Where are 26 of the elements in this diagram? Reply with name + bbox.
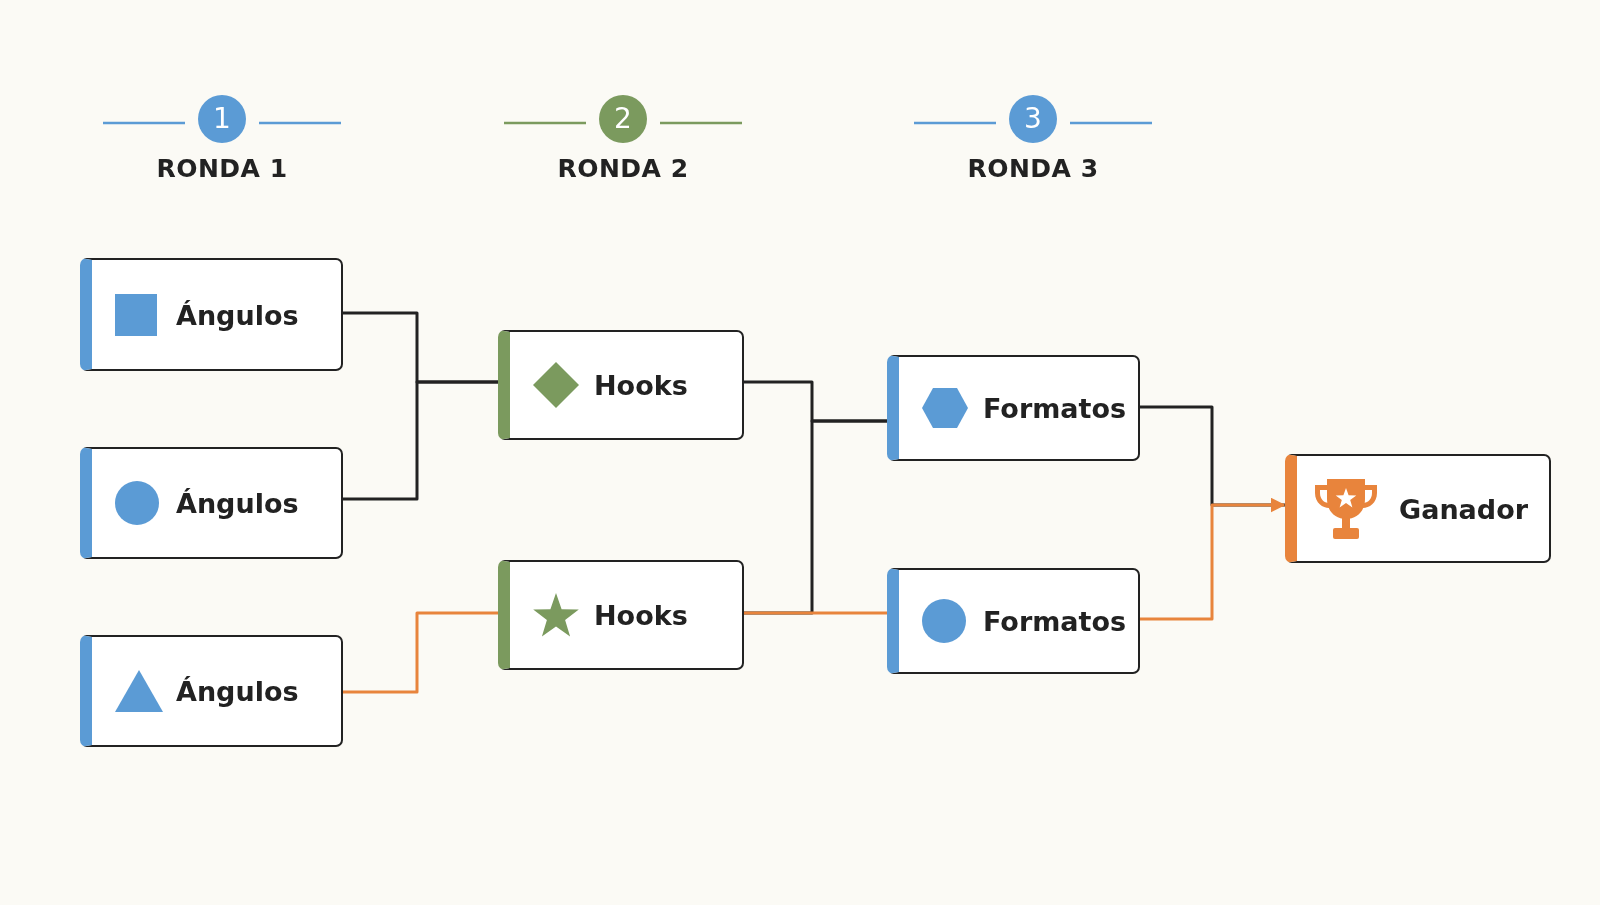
winner-card <box>1285 454 1551 563</box>
bracket-card <box>80 258 343 371</box>
round-number: 2 <box>599 95 647 143</box>
entry-name: Formatos <box>983 605 1127 637</box>
entry-name: Ángulos <box>176 675 299 707</box>
entry-name: Formatos <box>983 392 1127 424</box>
connector-line <box>343 380 498 501</box>
round-number: 3 <box>1009 95 1057 143</box>
bracket-card <box>80 447 343 559</box>
bracket-card <box>498 560 744 670</box>
bracket-card <box>887 568 1140 674</box>
bracket-card <box>80 635 343 747</box>
connector-line <box>744 611 887 615</box>
entry-name: Ángulos <box>176 487 299 519</box>
entry-name: Ganador <box>1399 493 1528 524</box>
entry-name: Hooks <box>594 369 688 401</box>
round-number: 1 <box>198 95 246 143</box>
bracket-card <box>498 330 744 440</box>
round-title: RONDA 1 <box>156 154 288 183</box>
connector-line <box>1140 497 1286 621</box>
round-title: RONDA 3 <box>967 154 1099 183</box>
round-title: RONDA 2 <box>557 154 689 183</box>
connector-line <box>343 611 498 694</box>
entry-name: Ángulos <box>176 299 299 330</box>
entry-name: Hooks <box>594 599 688 631</box>
bracket-card <box>887 355 1140 461</box>
